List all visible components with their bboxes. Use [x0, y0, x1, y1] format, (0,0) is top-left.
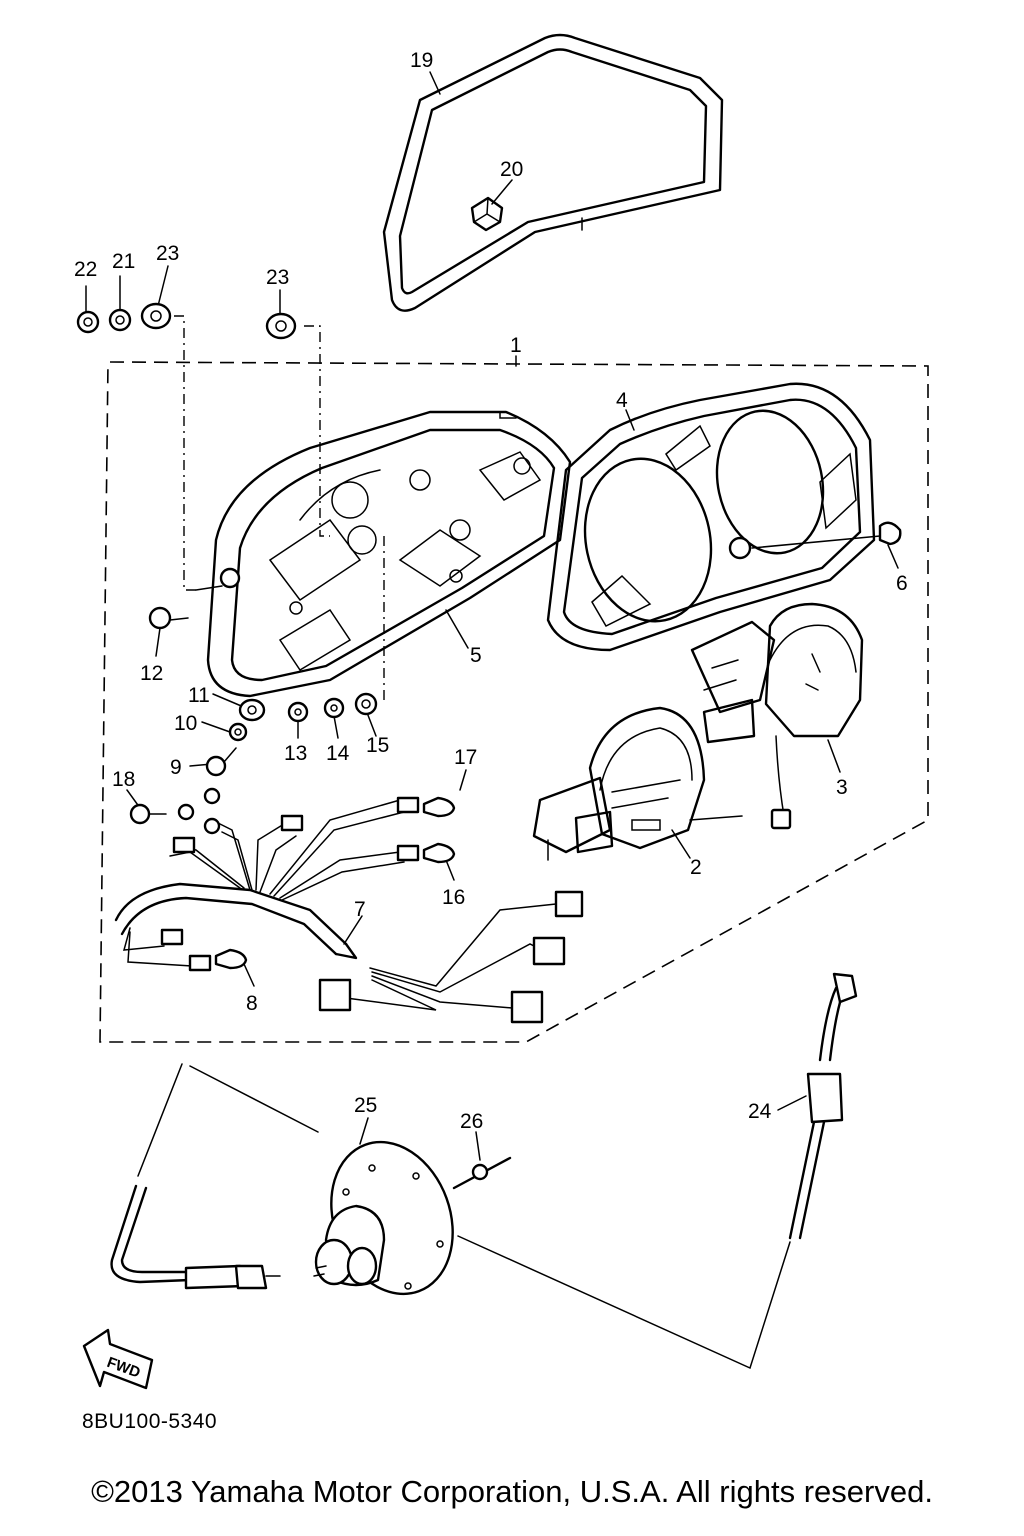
part-17-bulb — [422, 796, 456, 818]
callout-23-left: 23 — [156, 242, 179, 265]
fastener-axis-left — [174, 315, 196, 591]
callout-5: 5 — [470, 644, 482, 667]
callout-23-right: 23 — [266, 266, 289, 289]
callout-8: 8 — [246, 992, 258, 1015]
fastener-axis-center — [304, 325, 330, 537]
callout-16: 16 — [442, 886, 465, 909]
callout-25: 25 — [354, 1094, 377, 1117]
callout-7: 7 — [354, 898, 366, 921]
part-14-washer — [323, 697, 345, 719]
callout-18: 18 — [112, 768, 135, 791]
part-5-meter-case — [195, 410, 572, 698]
part-6-bulb — [751, 521, 902, 549]
part-12-screw — [148, 606, 189, 630]
part-20-pad — [470, 196, 504, 232]
callout-14: 14 — [326, 742, 350, 765]
callout-1: 1 — [510, 334, 522, 357]
part-21-washer — [108, 308, 132, 332]
callout-11: 11 — [188, 684, 210, 707]
callout-4: 4 — [616, 389, 628, 412]
callout-6: 6 — [896, 572, 908, 595]
fwd-arrow: FWD — [82, 1328, 154, 1390]
part-24-meter-cable — [788, 972, 858, 1240]
part-25-gear-unit — [313, 1140, 454, 1296]
part-3-tachometer-gauge — [690, 602, 864, 830]
part-15-grommet — [354, 692, 378, 716]
part-18-screw — [129, 803, 167, 825]
callout-labels: 19 20 22 21 23 23 1 4 6 5 12 11 10 9 13 … — [74, 49, 908, 1133]
callout-3: 3 — [836, 776, 848, 799]
assembly-1-boundary — [99, 361, 929, 1043]
callout-9: 9 — [170, 756, 182, 779]
part-10-washer — [228, 722, 248, 742]
part-26-pin — [452, 1156, 512, 1190]
meter-cable-lower — [110, 1184, 281, 1290]
callout-19: 19 — [410, 49, 433, 72]
diagram-code: 8BU100-5340 — [82, 1410, 218, 1433]
part-22-nut — [76, 310, 100, 334]
part-8-bulb — [214, 948, 248, 970]
callout-26: 26 — [460, 1110, 483, 1133]
cable-routing-lines — [137, 1063, 791, 1370]
copyright-notice: ©2013 Yamaha Motor Corporation, U.S.A. A… — [91, 1474, 933, 1509]
callout-22: 22 — [74, 258, 97, 281]
callout-15: 15 — [366, 734, 389, 757]
callout-24: 24 — [748, 1100, 772, 1123]
callout-12: 12 — [140, 662, 163, 685]
part-9-screw — [205, 747, 237, 777]
part-23-grommet-right — [265, 312, 297, 340]
part-23-grommet-left — [140, 302, 172, 330]
callout-10: 10 — [174, 712, 197, 735]
part-19-cover-frame — [382, 33, 724, 312]
callout-20: 20 — [500, 158, 523, 181]
callout-13: 13 — [284, 742, 307, 765]
callout-21: 21 — [112, 250, 135, 273]
callout-2: 2 — [690, 856, 702, 879]
part-7-wire-harness — [114, 787, 584, 1024]
part-2-speedometer — [532, 706, 743, 861]
part-16-bulb — [422, 842, 456, 864]
part-13-nut — [287, 701, 309, 723]
part-4-meter-panel — [546, 382, 876, 652]
part-11-grommet — [238, 698, 266, 722]
callout-17: 17 — [454, 746, 477, 769]
